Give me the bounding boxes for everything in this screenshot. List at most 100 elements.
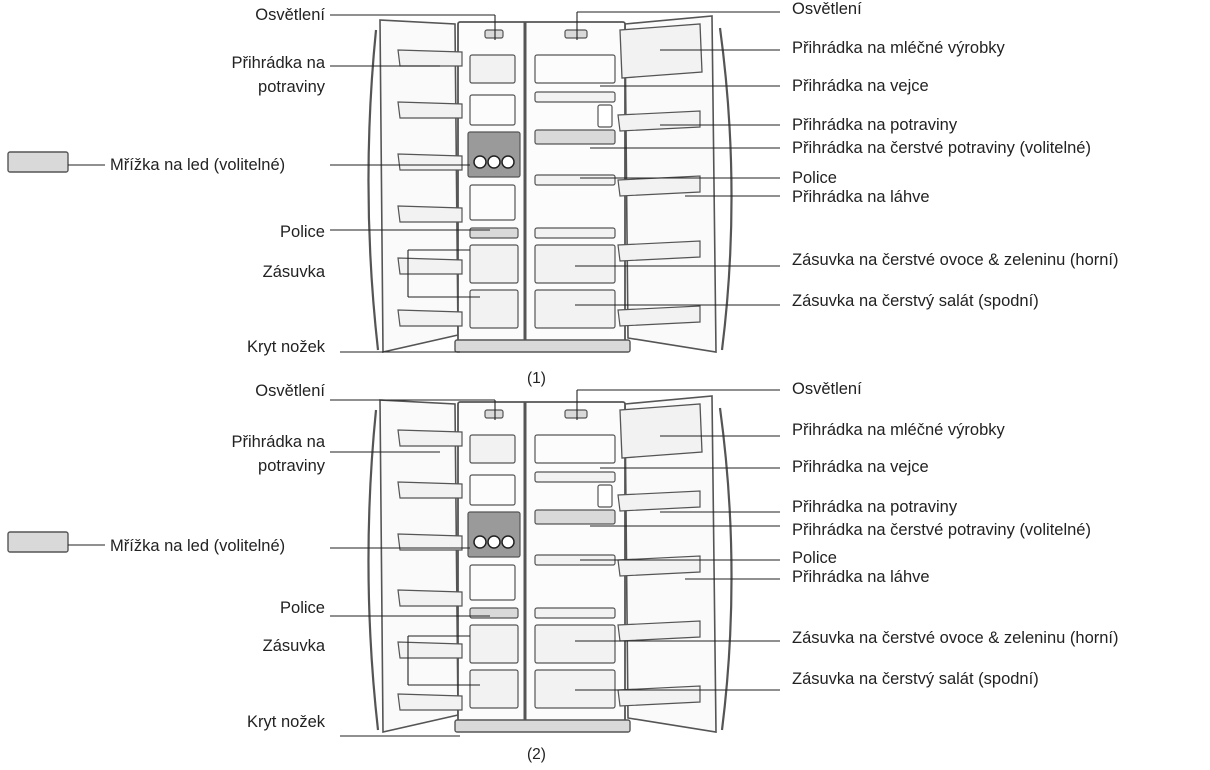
dairy-bin [619, 403, 703, 459]
label-light-right: Osvětlení [792, 380, 862, 398]
right-door-edge [718, 27, 733, 351]
left-door-bin [397, 309, 463, 327]
freezer-basket [469, 564, 516, 601]
left-door-bin [397, 205, 463, 223]
ice-tray-knob [501, 155, 515, 169]
fridge-shelf-top [534, 434, 616, 464]
left-door-edge [367, 409, 380, 731]
freezer-drawer-upper [469, 624, 519, 664]
fresh-food-compartment [534, 509, 616, 525]
label-food-shelf-left-line2: potraviny [258, 457, 325, 475]
label-dairy-compartment: Přihrádka na mléčné výrobky [792, 421, 1005, 439]
label-drawer-left: Zásuvka [262, 263, 325, 281]
leader-lines [330, 11, 780, 737]
right-door-bin [617, 305, 701, 327]
freezer-light [484, 29, 504, 39]
ice-tray-knob [487, 155, 501, 169]
label-light-right: Osvětlení [792, 0, 862, 18]
label-fresh-food-compartment: Přihrádka na čerstvé potraviny (voliteln… [792, 521, 1091, 539]
ice-tray-unit [467, 131, 521, 178]
left-door-bin [397, 101, 463, 119]
left-door-bin [397, 533, 463, 551]
fridge-2 [7, 395, 733, 733]
right-door-bin [617, 110, 701, 132]
left-door-bin [397, 481, 463, 499]
label-salad-drawer: Zásuvka na čerstvý salát (spodní) [792, 292, 1039, 310]
label-shelf-left: Police [280, 223, 325, 241]
diagram-1-caption: (1) [527, 370, 546, 387]
fridge-1 [7, 15, 733, 353]
right-door-bin [617, 620, 701, 642]
label-light-left: Osvětlení [255, 382, 325, 400]
fridge-shelf-2 [534, 91, 616, 103]
label-egg-compartment: Přihrádka na vejce [792, 458, 929, 476]
label-drawer-left: Zásuvka [262, 637, 325, 655]
vegetable-drawer [534, 244, 616, 284]
label-vegetable-drawer: Zásuvka na čerstvé ovoce & zeleninu (hor… [792, 629, 1119, 647]
left-door-bin [397, 641, 463, 659]
ice-tray-unit [467, 511, 521, 558]
fresh-food-compartment [534, 129, 616, 145]
salad-drawer [534, 669, 616, 709]
ice-maker [469, 434, 516, 464]
egg-tray [597, 484, 613, 508]
ice-maker [469, 54, 516, 84]
ice-tray-knob [487, 535, 501, 549]
label-food-compartment-right: Přihrádka na potraviny [792, 116, 958, 134]
freezer-shelf-upper [469, 474, 516, 506]
label-salad-drawer: Zásuvka na čerstvý salát (spodní) [792, 670, 1039, 688]
ice-tray-knob [501, 535, 515, 549]
freezer-light [484, 409, 504, 419]
freezer-basket [469, 184, 516, 221]
fridge-shelf-bottom [534, 607, 616, 619]
right-door-bin [617, 555, 701, 577]
left-door-edge [367, 29, 380, 351]
fridge-shelf [534, 174, 616, 186]
label-bottle-compartment: Přihrádka na láhve [792, 188, 930, 206]
right-door-bin [617, 175, 701, 197]
label-ice-tray: Mřížka na led (volitelné) [110, 537, 286, 555]
right-door-bin [617, 240, 701, 262]
label-light-left: Osvětlení [255, 6, 325, 24]
ice-tray-knob [473, 535, 487, 549]
foot-cover [454, 339, 631, 353]
freezer-drawer-lower [469, 669, 519, 709]
vegetable-drawer [534, 624, 616, 664]
freezer-drawer-upper [469, 244, 519, 284]
label-egg-compartment: Přihrádka na vejce [792, 77, 929, 95]
diagram-2-caption: (2) [527, 746, 546, 763]
label-food-shelf-left-line1: Přihrádka na [231, 54, 325, 72]
left-door-bin [397, 429, 463, 447]
fridge-shelf-2 [534, 471, 616, 483]
label-dairy-compartment: Přihrádka na mléčné výrobky [792, 39, 1005, 57]
label-foot-cover: Kryt nožek [247, 713, 325, 731]
dairy-bin [619, 23, 703, 79]
left-door-bin [397, 49, 463, 67]
right-door-bin [617, 490, 701, 512]
right-door-edge [718, 407, 733, 731]
label-foot-cover: Kryt nožek [247, 338, 325, 356]
label-shelf-right: Police [792, 169, 837, 187]
fridge-shelf-bottom [534, 227, 616, 239]
label-ice-tray: Mřížka na led (volitelné) [110, 156, 286, 174]
fridge-shelf-top [534, 54, 616, 84]
ice-tray-thumbnail [7, 151, 69, 173]
label-shelf-right: Police [792, 549, 837, 567]
label-fresh-food-compartment: Přihrádka na čerstvé potraviny (voliteln… [792, 139, 1091, 157]
fridge-light [564, 29, 588, 39]
left-door-bin [397, 153, 463, 171]
fridge-light [564, 409, 588, 419]
right-door-bin [617, 685, 701, 707]
left-door [379, 19, 459, 353]
label-food-compartment-right: Přihrádka na potraviny [792, 498, 958, 516]
freezer-drawer-lower [469, 289, 519, 329]
freezer-shelf-upper [469, 94, 516, 126]
label-bottle-compartment: Přihrádka na láhve [792, 568, 930, 586]
foot-cover [454, 719, 631, 733]
left-door-bin [397, 257, 463, 275]
ice-tray-thumbnail [7, 531, 69, 553]
label-food-shelf-left-line1: Přihrádka na [231, 433, 325, 451]
left-door-bin [397, 589, 463, 607]
